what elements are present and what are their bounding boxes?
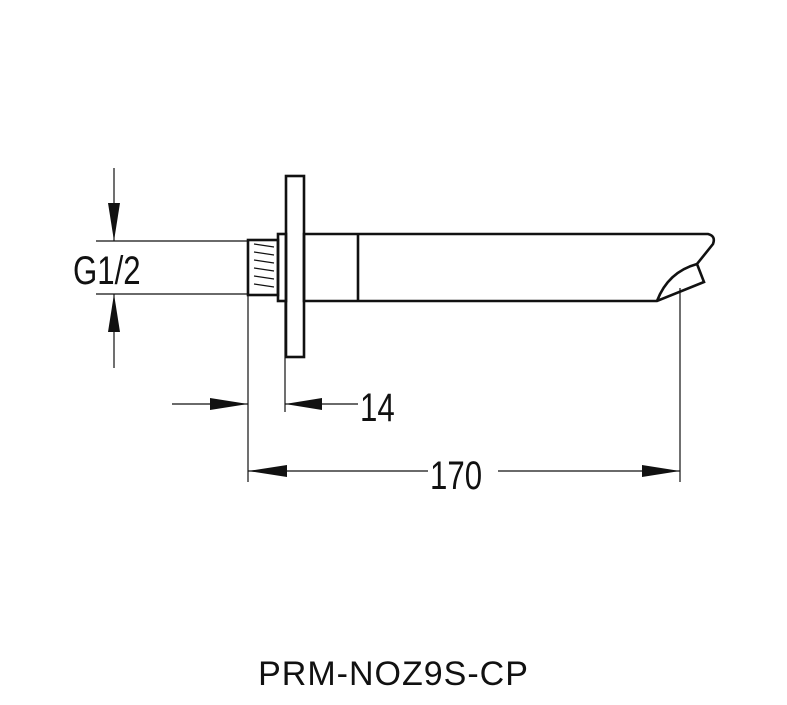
length-dimension: 170 [248, 288, 681, 498]
model-code: PRM-NOZ9S-CP [258, 655, 529, 693]
flange-dimension: 14 [172, 295, 395, 482]
wall-flange [284, 174, 306, 359]
spout-body [302, 232, 716, 303]
spout-outline [302, 232, 716, 303]
length-arrow-right-head [642, 465, 680, 477]
flange-arrow-right-head [285, 398, 322, 410]
length-arrow-left-head [248, 465, 287, 477]
flange-arrow-left-head [210, 398, 248, 410]
thread-dimension: G1/2 [73, 168, 248, 368]
spout-outlet-curve [655, 262, 698, 302]
overall-length-label: 170 [430, 453, 482, 498]
thread-size-label: G1/2 [73, 248, 141, 293]
thread-arrow-bottom-head [108, 294, 120, 332]
flange-depth-label: 14 [360, 385, 395, 430]
threaded-connector [246, 232, 288, 303]
thread-arrow-top-head [108, 203, 120, 241]
